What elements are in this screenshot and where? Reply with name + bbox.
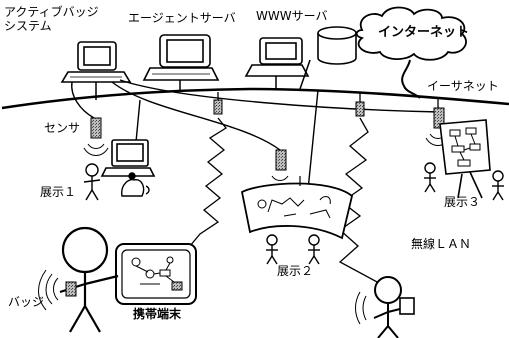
label-active-badge-system-line2: システム xyxy=(4,19,52,33)
badge-icon xyxy=(65,281,77,297)
sensor-ceiling-a xyxy=(213,99,223,115)
sensor-ceiling-b xyxy=(355,101,365,117)
database-cylinder-icon xyxy=(317,26,357,65)
sensor-exhibit1 xyxy=(90,117,102,139)
exhibit2-screen-art xyxy=(257,196,331,219)
wireless-link-mobile xyxy=(189,117,227,247)
label-sensor: センサ xyxy=(44,121,81,135)
label-active-badge-system-line1: アクティブバッジ xyxy=(4,5,99,19)
agent-server-computer xyxy=(142,34,220,81)
sensor-exhibit3 xyxy=(433,107,445,129)
label-mobile-terminal: 携帯端末 xyxy=(133,307,182,321)
wireless-lan-device xyxy=(399,297,415,315)
ethernet-backbone xyxy=(1,87,509,110)
badge-signal-arcs xyxy=(38,269,59,311)
label-internet: インターネット xyxy=(378,25,470,40)
www-server-computer xyxy=(244,37,310,77)
internet-cloud-icon xyxy=(355,6,467,61)
exhibit2-visitors xyxy=(266,234,320,265)
label-badge: バッジ xyxy=(8,295,45,309)
exhibit2-screen xyxy=(240,182,354,240)
exhibit3-flowchart xyxy=(449,127,481,167)
sensor-exhibit2 xyxy=(275,149,287,171)
exhibit3-visitors xyxy=(424,162,504,201)
mobile-terminal-screen-map xyxy=(131,256,183,291)
label-ethernet: イーサネット xyxy=(427,79,499,93)
exhibit1-object xyxy=(121,172,150,197)
wireless-lan-user xyxy=(373,276,405,338)
exhibit1-visitor xyxy=(83,163,101,201)
badge-wearer-person xyxy=(59,226,119,333)
label-exhibit1: 展示１ xyxy=(40,185,77,199)
active-badge-system-computer xyxy=(60,41,132,83)
label-exhibit3: 展示３ xyxy=(444,195,481,209)
label-wireless-lan: 無線ＬＡＮ xyxy=(411,237,472,251)
label-agent-server: エージェントサーバ xyxy=(128,11,236,25)
exhibit3-board xyxy=(439,119,491,199)
exhibit1-monitor xyxy=(100,139,156,177)
label-exhibit2: 展示２ xyxy=(277,264,314,278)
wireless-lan-user-arcs xyxy=(355,291,367,325)
label-www-server: WWWサーバ xyxy=(256,9,328,23)
